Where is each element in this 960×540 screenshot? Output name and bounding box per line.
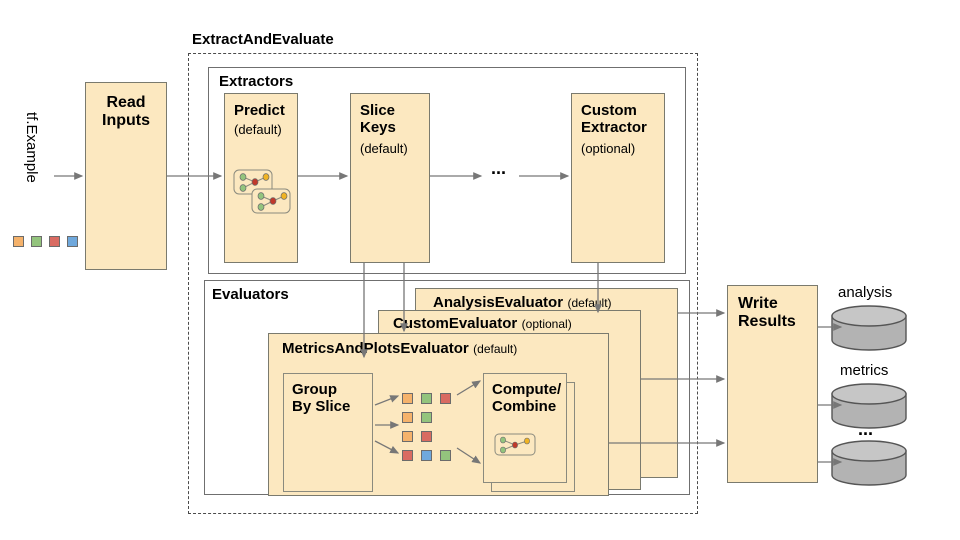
input-chip-2	[49, 236, 60, 247]
compute-combine-line1: Compute/	[492, 381, 562, 398]
slice-chip-r3c0	[402, 450, 413, 461]
metrics-evaluator-title: MetricsAndPlotsEvaluator	[282, 340, 469, 357]
input-label-wrap: tf.Example	[22, 112, 42, 232]
analysis-evaluator-qualifier: (default)	[567, 296, 612, 310]
read-inputs-line1: Read	[106, 94, 146, 111]
metrics-store-label: metrics	[840, 362, 889, 379]
input-chips	[13, 236, 83, 250]
extractors-ellipsis: ...	[491, 158, 507, 178]
slice-chip-r3c2	[440, 450, 451, 461]
group-by-slice-line1: Group	[292, 381, 337, 398]
extractor-slice-keys-title: Slice Keys	[360, 102, 396, 137]
write-results-title: Write Results	[738, 295, 796, 331]
slice-chip-r0c0	[402, 393, 413, 404]
read-inputs-box[interactable]: Read Inputs	[85, 82, 167, 270]
input-chip-0	[13, 236, 24, 247]
custom-evaluator-title: CustomEvaluator	[393, 315, 518, 332]
extractor-custom-line1: Custom	[581, 102, 637, 119]
input-chip-3	[67, 236, 78, 247]
input-chip-1	[31, 236, 42, 247]
compute-combine-line2: Combine	[492, 397, 557, 415]
metrics-evaluator-title-wrap: MetricsAndPlotsEvaluator (default)	[282, 340, 517, 358]
write-results-box[interactable]: Write Results	[727, 285, 818, 483]
slice-chip-r0c2	[440, 393, 451, 404]
extract-and-evaluate-container	[188, 53, 698, 514]
metrics-and-plots-evaluator-card[interactable]: MetricsAndPlotsEvaluator (default) Group…	[268, 333, 609, 496]
model-graph-icon	[233, 169, 291, 214]
other-store-label: ...	[858, 419, 874, 439]
custom-evaluator-title-wrap: CustomEvaluator (optional)	[393, 315, 572, 333]
custom-evaluator-qualifier: (optional)	[521, 317, 572, 331]
write-results-line2: Results	[738, 312, 796, 330]
extractor-custom-line2: Extractor	[581, 118, 647, 136]
write-results-line1: Write	[738, 295, 778, 312]
slice-chip-r1c1	[421, 412, 432, 423]
slice-chip-r3c1	[421, 450, 432, 461]
extractor-custom-qualifier: (optional)	[581, 141, 636, 156]
slice-chip-r0c1	[421, 393, 432, 404]
evaluators-label: Evaluators	[212, 286, 289, 303]
group-by-slice-title: Group By Slice	[292, 381, 351, 416]
extract-and-evaluate-title: ExtractAndEvaluate	[192, 31, 334, 48]
slice-chip-grid	[402, 393, 464, 469]
compute-combine-title: Compute/ Combine	[492, 381, 562, 416]
extractor-predict-qualifier: (default)	[234, 122, 282, 137]
analysis-store-icon[interactable]	[830, 305, 908, 351]
analysis-evaluator-title: AnalysisEvaluator	[433, 294, 564, 311]
extractor-predict-box[interactable]: Predict (default)	[224, 93, 298, 263]
slice-chip-r2c1	[421, 431, 432, 442]
extractor-predict-line1: Predict	[234, 102, 285, 119]
other-store-icon[interactable]	[830, 440, 908, 486]
input-label: tf.Example	[23, 112, 40, 183]
metrics-store-icon[interactable]	[830, 383, 908, 429]
analysis-store-label: analysis	[838, 284, 893, 301]
group-by-slice-line2: By Slice	[292, 397, 351, 415]
slice-chip-r2c0	[402, 431, 413, 442]
extractor-slice-keys-line1: Slice	[360, 102, 396, 119]
compute-combine-box[interactable]: Compute/ Combine	[483, 373, 567, 483]
read-inputs-line2: Inputs	[102, 111, 150, 129]
group-by-slice-box[interactable]: Group By Slice	[283, 373, 373, 492]
extractor-slice-keys-line2: Keys	[360, 118, 396, 136]
read-inputs-title: Read Inputs	[86, 94, 166, 130]
extractor-slice-keys-box[interactable]: Slice Keys (default)	[350, 93, 430, 263]
extractors-label: Extractors	[219, 73, 294, 90]
metrics-evaluator-qualifier: (default)	[473, 342, 518, 356]
extractor-predict-title: Predict	[234, 102, 285, 120]
extractor-slice-keys-qualifier: (default)	[360, 141, 408, 156]
extractor-custom-box[interactable]: Custom Extractor (optional)	[571, 93, 665, 263]
compute-graph-icon	[494, 433, 536, 456]
extractor-custom-title: Custom Extractor	[581, 102, 647, 137]
slice-chip-r1c0	[402, 412, 413, 423]
